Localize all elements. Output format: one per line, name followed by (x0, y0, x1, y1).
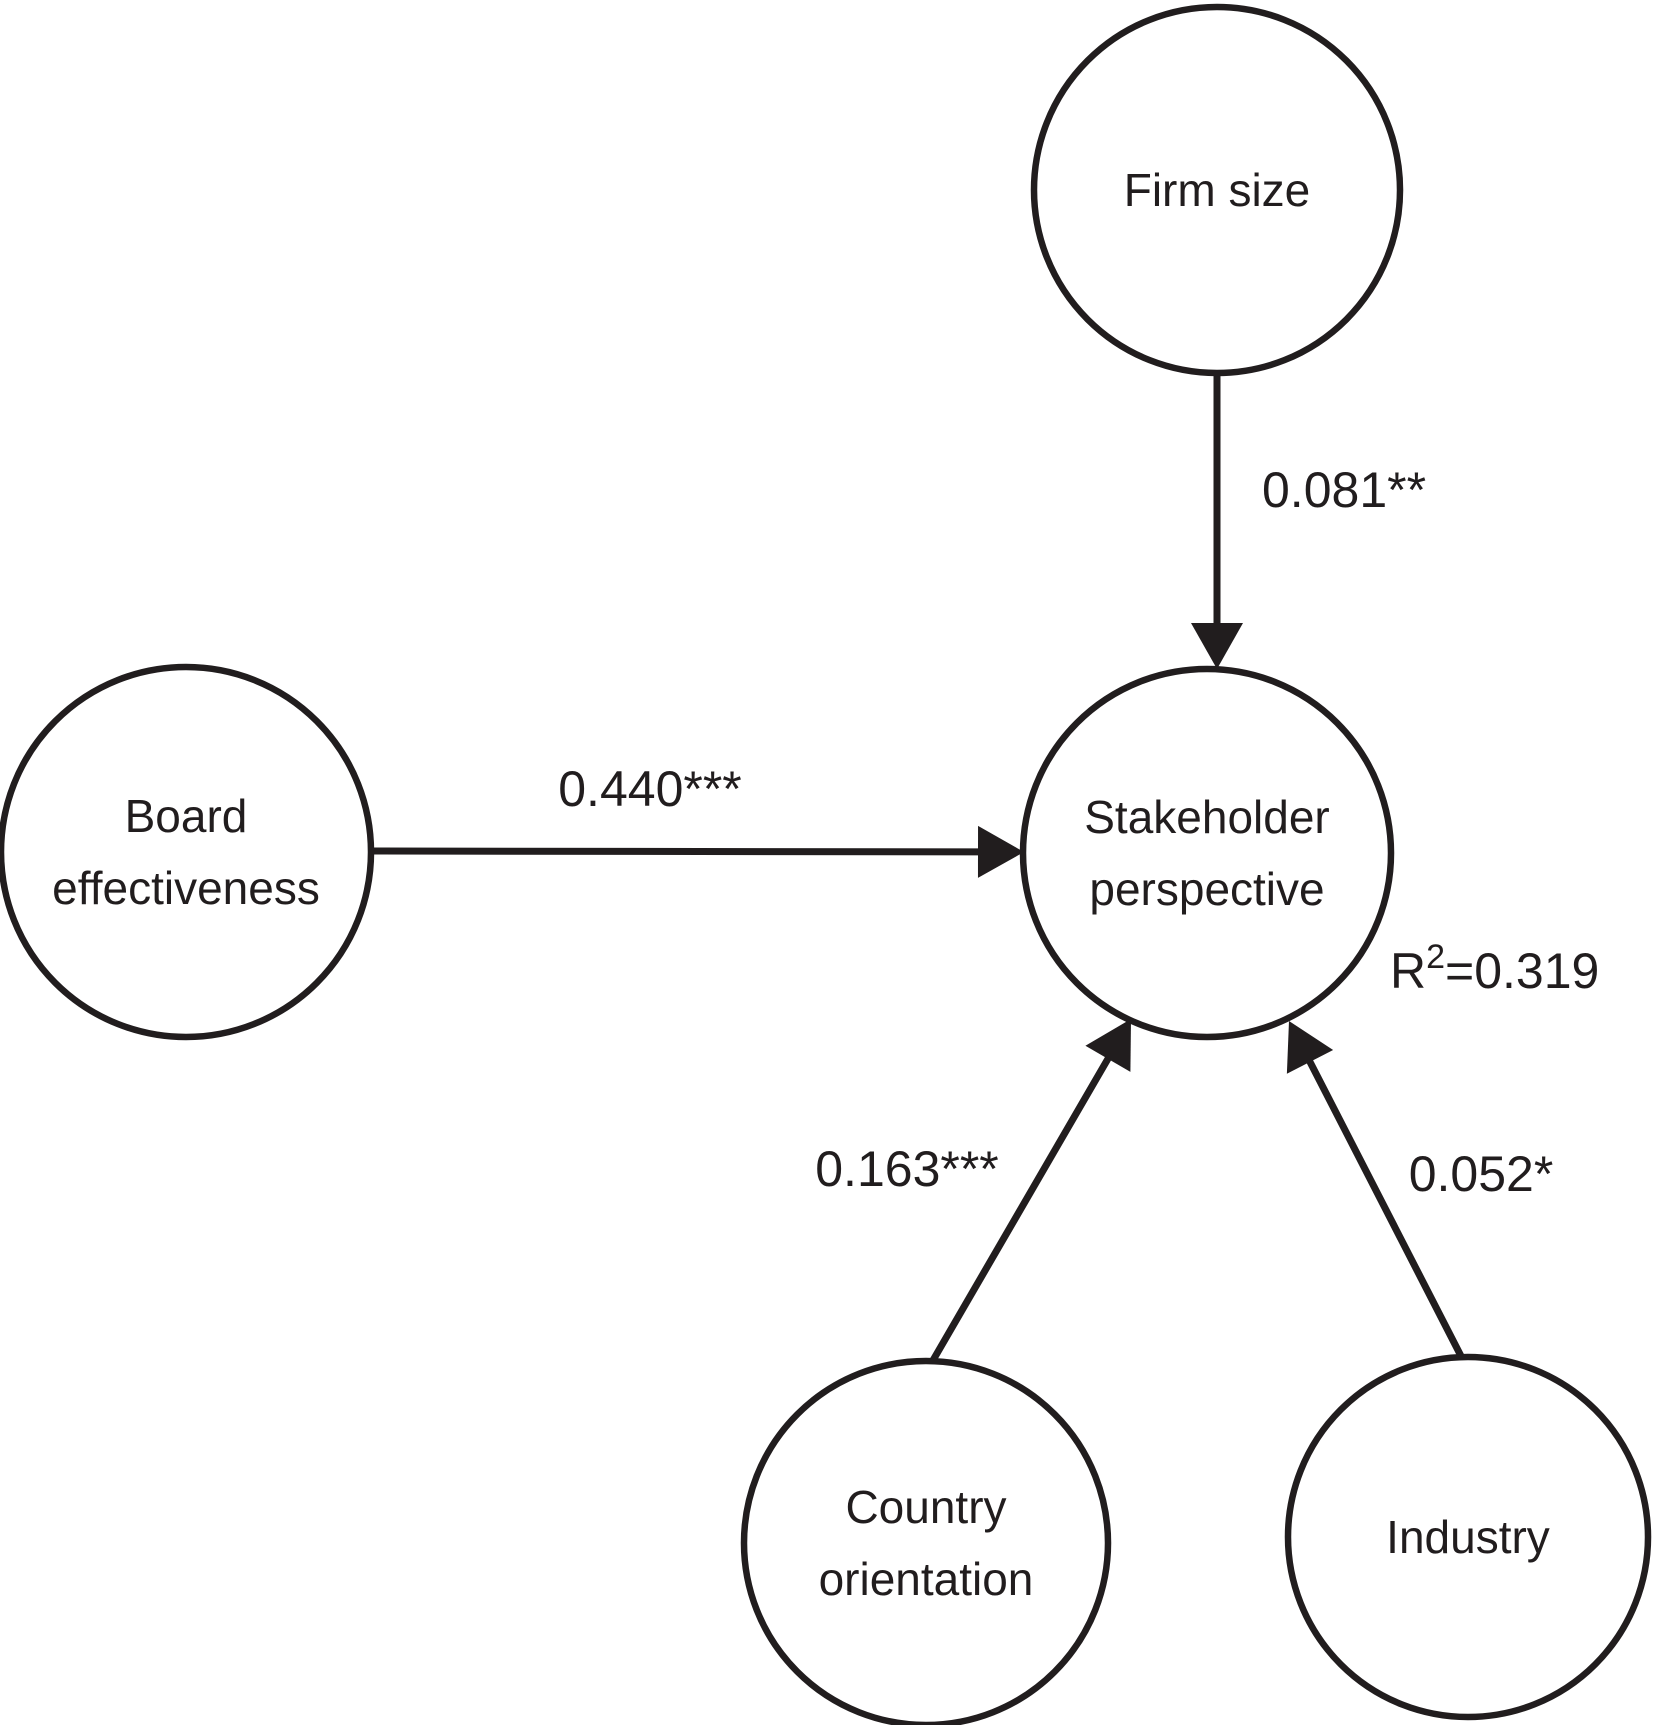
node-label-board-effectiveness: Board effectiveness (52, 790, 320, 914)
node-label-line: effectiveness (52, 862, 320, 914)
annotation-layer: R2=0.319 (1390, 938, 1599, 999)
node-industry: Industry (1284, 1353, 1652, 1721)
edge-coefficient-label-board-to-stakeholder: 0.440*** (558, 761, 742, 817)
node-label-country-orientation: Country orientation (819, 1481, 1034, 1605)
r-squared-annotation: R2=0.319 (1390, 938, 1599, 999)
node-label-line: Board (125, 790, 248, 842)
node-label-line: perspective (1089, 863, 1324, 915)
arrowhead-icon-firm-size-to-stakeholder (1191, 623, 1243, 669)
edge-firm-size-to-stakeholder: 0.081** (1191, 373, 1426, 669)
node-label-line: Industry (1386, 1511, 1550, 1563)
node-label-line: Country (845, 1481, 1006, 1533)
edge-coefficient-label-firm-size-to-stakeholder: 0.081** (1262, 462, 1426, 518)
node-label-industry: Industry (1386, 1511, 1550, 1563)
node-country-orientation: Country orientation (740, 1357, 1112, 1725)
node-label-line: orientation (819, 1553, 1034, 1605)
node-circle-board-effectiveness (0, 663, 375, 1041)
arrowhead-icon-board-to-stakeholder (977, 825, 1024, 878)
r-squared-superscript: 2 (1426, 938, 1445, 976)
node-circle-firm-size (1030, 3, 1404, 377)
edge-industry-to-stakeholder: 0.052* (1286, 1021, 1554, 1360)
node-circle-stakeholder-perspective (1019, 665, 1395, 1041)
edges-layer: 0.081** 0.440*** 0.163*** 0.052* (370, 373, 1554, 1364)
edge-line-industry-to-stakeholder (1305, 1056, 1466, 1360)
edge-coefficient-label-country-to-stakeholder: 0.163*** (815, 1141, 999, 1197)
node-circle-country-orientation (740, 1357, 1112, 1725)
arrowhead-icon-industry-to-stakeholder (1286, 1021, 1334, 1074)
edge-board-to-stakeholder: 0.440*** (370, 761, 1024, 878)
node-label-line: Stakeholder (1084, 791, 1330, 843)
node-label-stakeholder-perspective: Stakeholder perspective (1084, 791, 1330, 915)
node-label-line: Firm size (1124, 164, 1311, 216)
edge-coefficient-label-industry-to-stakeholder: 0.052* (1409, 1146, 1554, 1202)
edge-line-country-to-stakeholder (928, 1053, 1113, 1364)
node-circle-industry (1284, 1353, 1652, 1721)
node-stakeholder-perspective: Stakeholder perspective (1019, 665, 1395, 1041)
arrowhead-icon-country-to-stakeholder (1085, 1019, 1131, 1072)
edge-line-board-to-stakeholder (370, 847, 983, 856)
node-firm-size: Firm size (1030, 3, 1404, 377)
r-squared-base: R (1390, 943, 1426, 999)
node-board-effectiveness: Board effectiveness (0, 663, 375, 1041)
node-label-firm-size: Firm size (1124, 164, 1311, 216)
r-squared-value: =0.319 (1445, 943, 1599, 999)
edge-country-to-stakeholder: 0.163*** (815, 1019, 1131, 1364)
